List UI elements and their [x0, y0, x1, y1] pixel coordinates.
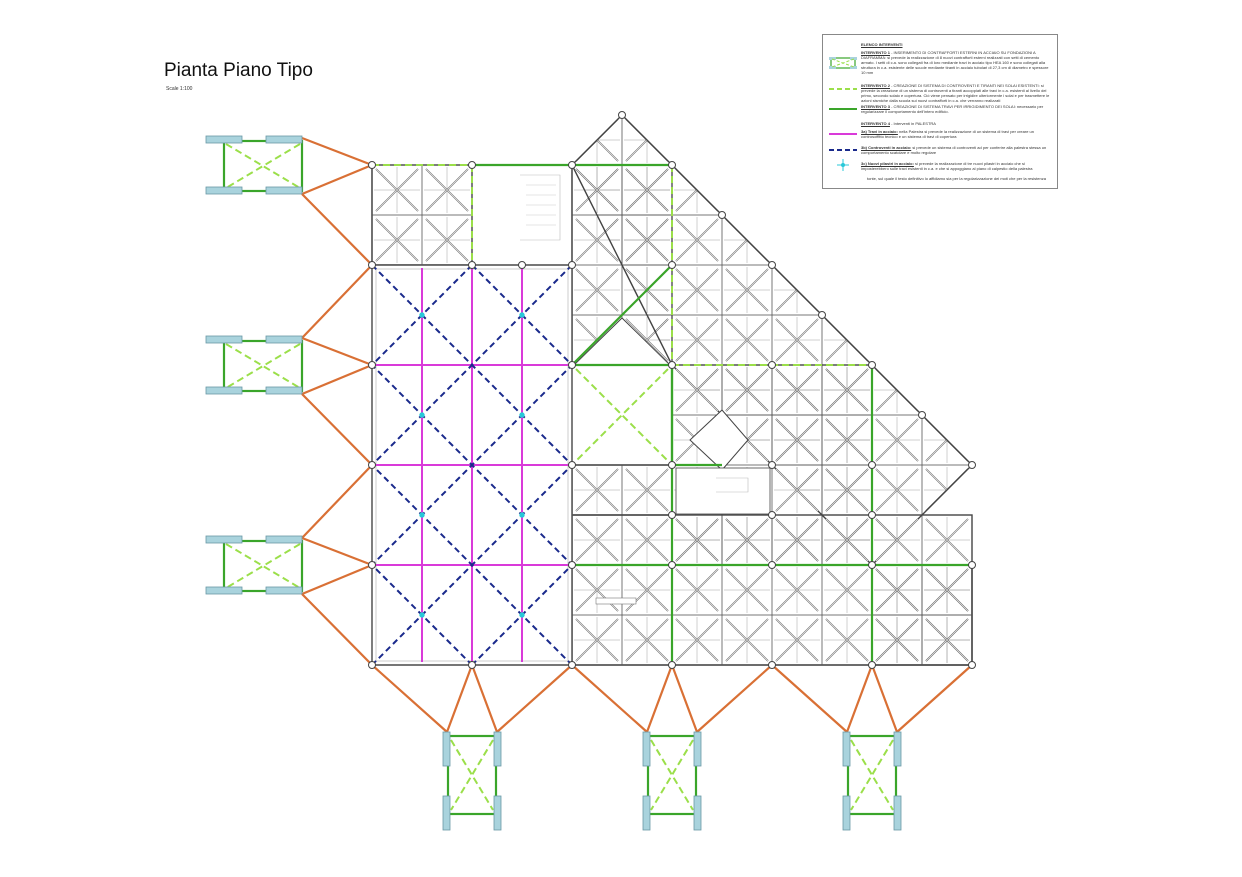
buttress-walls [205, 135, 902, 831]
legend-item-2: INTERVENTO 2 - CREAZIONE DI SISTEMA DI C… [861, 83, 1050, 103]
legend-symbol-gym-beam [829, 133, 857, 135]
legend-symbol-buttress [829, 57, 857, 69]
legend-item-3: INTERVENTO 3 - CREAZIONE DI SISTEMA TRAV… [861, 104, 1044, 114]
buttress-frames [222, 139, 898, 816]
buttress-ties [301, 136, 973, 733]
legend-panel: ELENCO INTERVENTI INTERVENTO 1 - INSERIM… [822, 34, 1058, 189]
openings [474, 167, 771, 605]
legend-item-4c: 3c) Nuovi pilastri in acciaio: si preved… [861, 161, 1033, 171]
legend-note: tonte, sul quale il testo definitivo lo … [867, 176, 1046, 181]
legend-symbol-gym-column [837, 159, 849, 171]
legend-symbol-stiffening-beam [829, 108, 857, 110]
legend-item-4b: 3b) Controventi in acciaio: si prevede u… [861, 145, 1047, 155]
legend-symbol-new-bracing [829, 88, 857, 90]
legend-heading: ELENCO INTERVENTI [861, 42, 903, 47]
page-title: Pianta Piano Tipo [164, 60, 313, 81]
legend-item-4a: 3a) Travi in acciaio: nella Palestra si … [861, 129, 1034, 139]
gym-steel-columns [419, 312, 525, 618]
existing-columns [368, 111, 976, 669]
legend-symbol-gym-bracing [829, 149, 857, 151]
scale-label: Scale 1:100 [166, 86, 193, 92]
legend-item-4: INTERVENTO 4 - Interventi in PALESTRA [861, 121, 936, 126]
legend-item-1: INTERVENTO 1 - INSERIMENTO DI CONTRAFFOR… [861, 50, 1049, 75]
